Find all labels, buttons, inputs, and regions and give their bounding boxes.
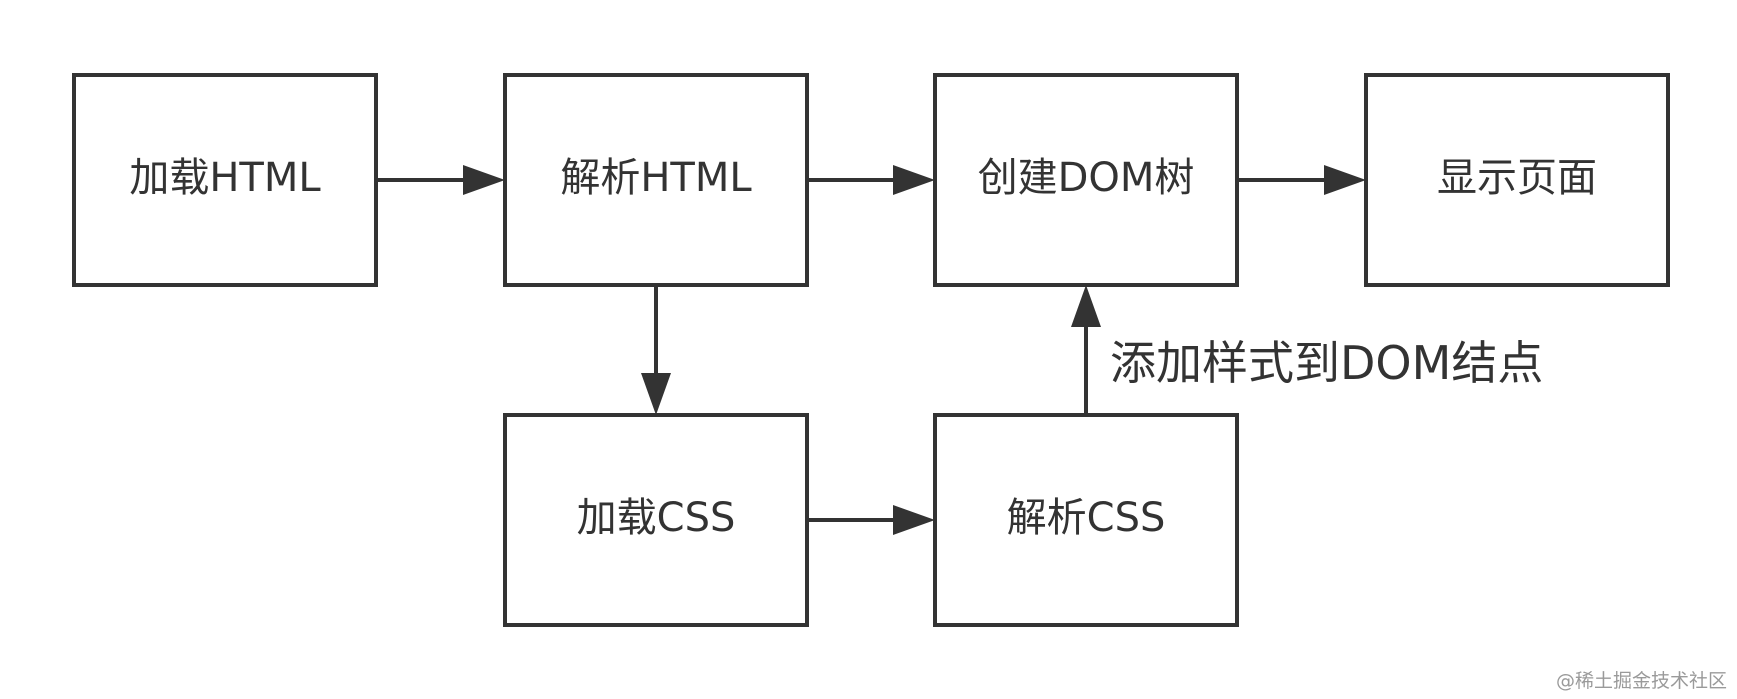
node-parse-css: 解析CSS — [933, 413, 1239, 627]
node-label-parse-html: 解析HTML — [560, 155, 752, 201]
node-load-css: 加载CSS — [503, 413, 809, 627]
node-create-dom: 创建DOM树 — [933, 73, 1239, 287]
arrow-load-html-to-parse-html — [378, 165, 505, 195]
watermark: @稀土掘金技术社区 — [1555, 670, 1727, 692]
arrow-create-dom-to-show-page — [1239, 165, 1366, 195]
arrow-parse-html-to-load-css — [641, 287, 671, 415]
node-label-show-page: 显示页面 — [1437, 155, 1597, 201]
node-label-load-html: 加载HTML — [129, 155, 321, 201]
node-label-parse-css: 解析CSS — [1007, 495, 1166, 541]
node-label-load-css: 加载CSS — [577, 495, 736, 541]
edge-label-add-styles: 添加样式到DOM结点 — [1110, 336, 1543, 390]
arrow-load-css-to-parse-css — [809, 505, 935, 535]
node-show-page: 显示页面 — [1364, 73, 1670, 287]
node-label-create-dom: 创建DOM树 — [978, 155, 1195, 201]
node-parse-html: 解析HTML — [503, 73, 809, 287]
node-load-html: 加载HTML — [72, 73, 378, 287]
arrow-parse-css-to-create-dom — [1071, 285, 1101, 413]
arrow-parse-html-to-create-dom — [809, 165, 935, 195]
